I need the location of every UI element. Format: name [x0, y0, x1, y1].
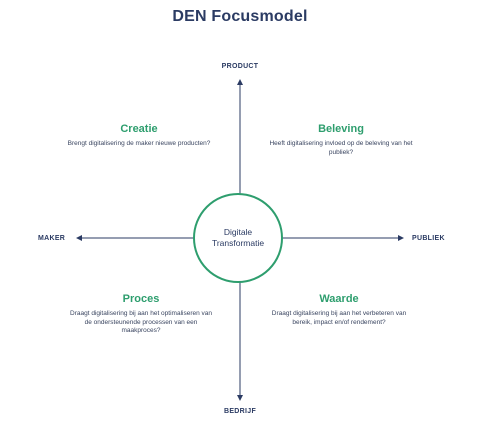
- axis-label-bedrijf: BEDRIJF: [223, 408, 257, 415]
- axis-label-publiek: PUBLIEK: [412, 235, 445, 242]
- quadrant-waarde: Waarde Draagt digitalisering bij aan het…: [264, 293, 414, 327]
- quadrant-creatie: Creatie Brengt digitalisering de maker n…: [64, 123, 214, 149]
- center-label-line1: Digitale: [223, 227, 253, 237]
- axis-label-maker: MAKER: [38, 235, 66, 242]
- quadrant-title: Creatie: [120, 123, 158, 135]
- quadrant-title: Proces: [122, 293, 160, 305]
- center-label-line2: Transformatie: [211, 238, 265, 248]
- quadrant-title: Waarde: [319, 293, 359, 305]
- quadrant-title: Beleving: [318, 123, 364, 135]
- quadrant-description: Draagt digitalisering bij aan het verbet…: [271, 310, 407, 326]
- quadrant-beleving: Beleving Heeft digitalisering invloed op…: [266, 123, 416, 157]
- center-circle: Digitale Transformatie: [193, 193, 283, 283]
- quadrant-description: Brengt digitalisering de maker nieuwe pr…: [67, 140, 211, 147]
- quadrant-description: Heeft digitalisering invloed op de belev…: [269, 140, 413, 156]
- page-title: DEN Focusmodel: [172, 8, 308, 25]
- axis-label-product: PRODUCT: [221, 63, 259, 70]
- quadrant-proces: Proces Draagt digitalisering bij aan het…: [66, 293, 216, 336]
- quadrant-description: Draagt digitalisering bij aan het optima…: [70, 310, 212, 334]
